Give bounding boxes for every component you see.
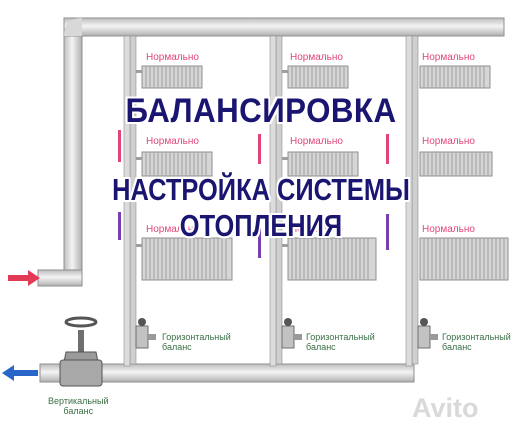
avito-watermark: Avito — [412, 393, 479, 423]
radiator-c1-f2 — [136, 151, 213, 177]
riser-3 — [405, 35, 419, 367]
radiator-c3-f2 — [419, 151, 493, 177]
return-arrow — [2, 365, 38, 381]
radiator-label: Нормально — [146, 224, 199, 235]
radiator-label: Нормально — [422, 52, 475, 63]
radiator-c2-f3 — [282, 65, 349, 89]
horizontal-balance-label: Горизонтальный баланс — [162, 332, 231, 352]
vertical-balance-label: Вертикальный баланс — [48, 396, 109, 416]
riser-markers — [118, 130, 389, 258]
main-supply-pipe — [37, 17, 505, 287]
radiator-c2-f1 — [282, 237, 377, 281]
supply-arrow — [8, 270, 40, 286]
page-title: БАЛАНСИРОВКА — [125, 92, 397, 130]
horizontal-balance-label: Горизонтальный баланс — [442, 332, 511, 352]
horizontal-balance-label: Горизонтальный баланс — [306, 332, 375, 352]
riser-2 — [269, 35, 283, 367]
radiator-label: Нормально — [290, 136, 343, 147]
page-subtitle: НАСТРОЙКА СИСТЕМЫ ОТОПЛЕНИЯ — [112, 172, 410, 243]
main-return-pipe — [39, 363, 415, 383]
horizontal-balance-valve-2 — [281, 318, 302, 349]
radiator-label: Нормально — [146, 52, 199, 63]
radiator-c2-f2 — [282, 151, 359, 177]
horizontal-balance-valve-3 — [417, 318, 438, 349]
radiator-c3-f1 — [419, 237, 509, 281]
vertical-balance-valve — [59, 316, 103, 387]
radiator-label: Нормально — [422, 136, 475, 147]
radiator-label: Нормально — [422, 224, 475, 235]
riser-1 — [123, 35, 137, 367]
radiator-c1-f3 — [136, 65, 203, 89]
horizontal-balance-valve-1 — [135, 318, 156, 349]
radiator-c3-f3 — [419, 65, 491, 89]
radiator-label: Нормально — [290, 224, 343, 235]
radiator-label: Нормально — [146, 136, 199, 147]
radiator-c1-f1 — [136, 237, 233, 281]
radiator-label: Нормально — [290, 52, 343, 63]
